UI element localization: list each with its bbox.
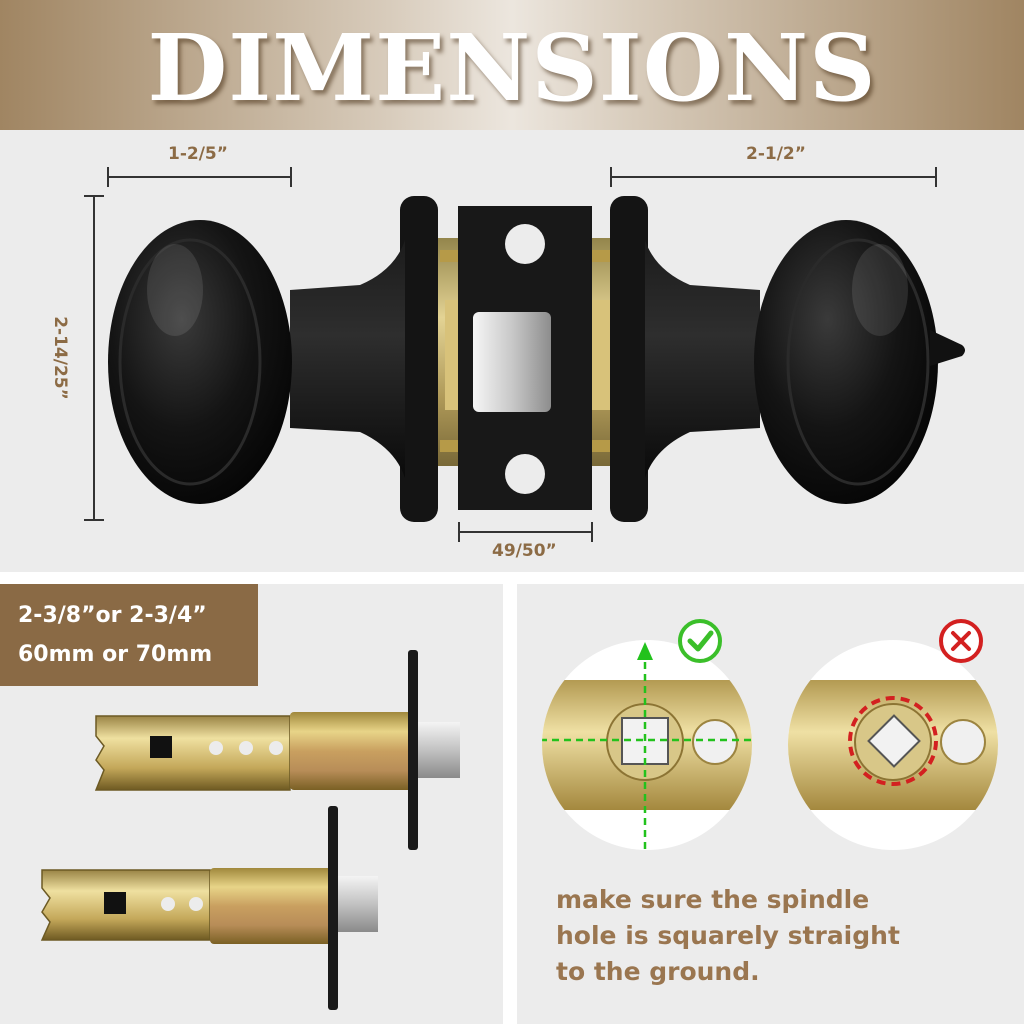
page-title: DIMENSIONS [147,14,877,122]
left-knob-neck [290,240,405,478]
backset-badge [0,584,258,686]
vertical-divider [503,572,517,1024]
latch-illustrations [40,650,460,1010]
correct-spindle-view [542,640,752,850]
left-knob [108,220,292,504]
dimension-lines [84,167,937,542]
latch-60mm [40,806,378,1010]
doorknob-illustration [84,167,965,542]
spindle-comparison [542,619,998,850]
latch-70mm [94,650,460,850]
privacy-button [930,330,965,366]
backset-inches: 2-3/8”or 2-3/4” [18,603,207,628]
instruction-line-1: make sure the spindle [556,885,870,914]
height-label: 2-14/25” [50,316,70,400]
instruction-line-3: to the ground. [556,957,760,986]
right-rose [610,196,648,522]
latch-plate-width-label: 49/50” [492,541,557,561]
overall-width-label: 2-1/2” [746,144,806,164]
latch-plate [458,206,592,510]
left-rose [400,196,438,522]
right-knob [754,220,938,504]
x-icon [939,619,983,663]
right-knob-neck [645,240,760,478]
spindle-instruction: make sure the spindle hole is squarely s… [556,882,996,990]
check-icon [678,619,722,663]
knob-depth-label: 1-2/5” [168,144,228,164]
backset-mm: 60mm or 70mm [18,642,213,667]
wrong-spindle-view [788,640,998,850]
header-banner [0,0,1024,130]
instruction-line-2: hole is squarely straight [556,921,900,950]
